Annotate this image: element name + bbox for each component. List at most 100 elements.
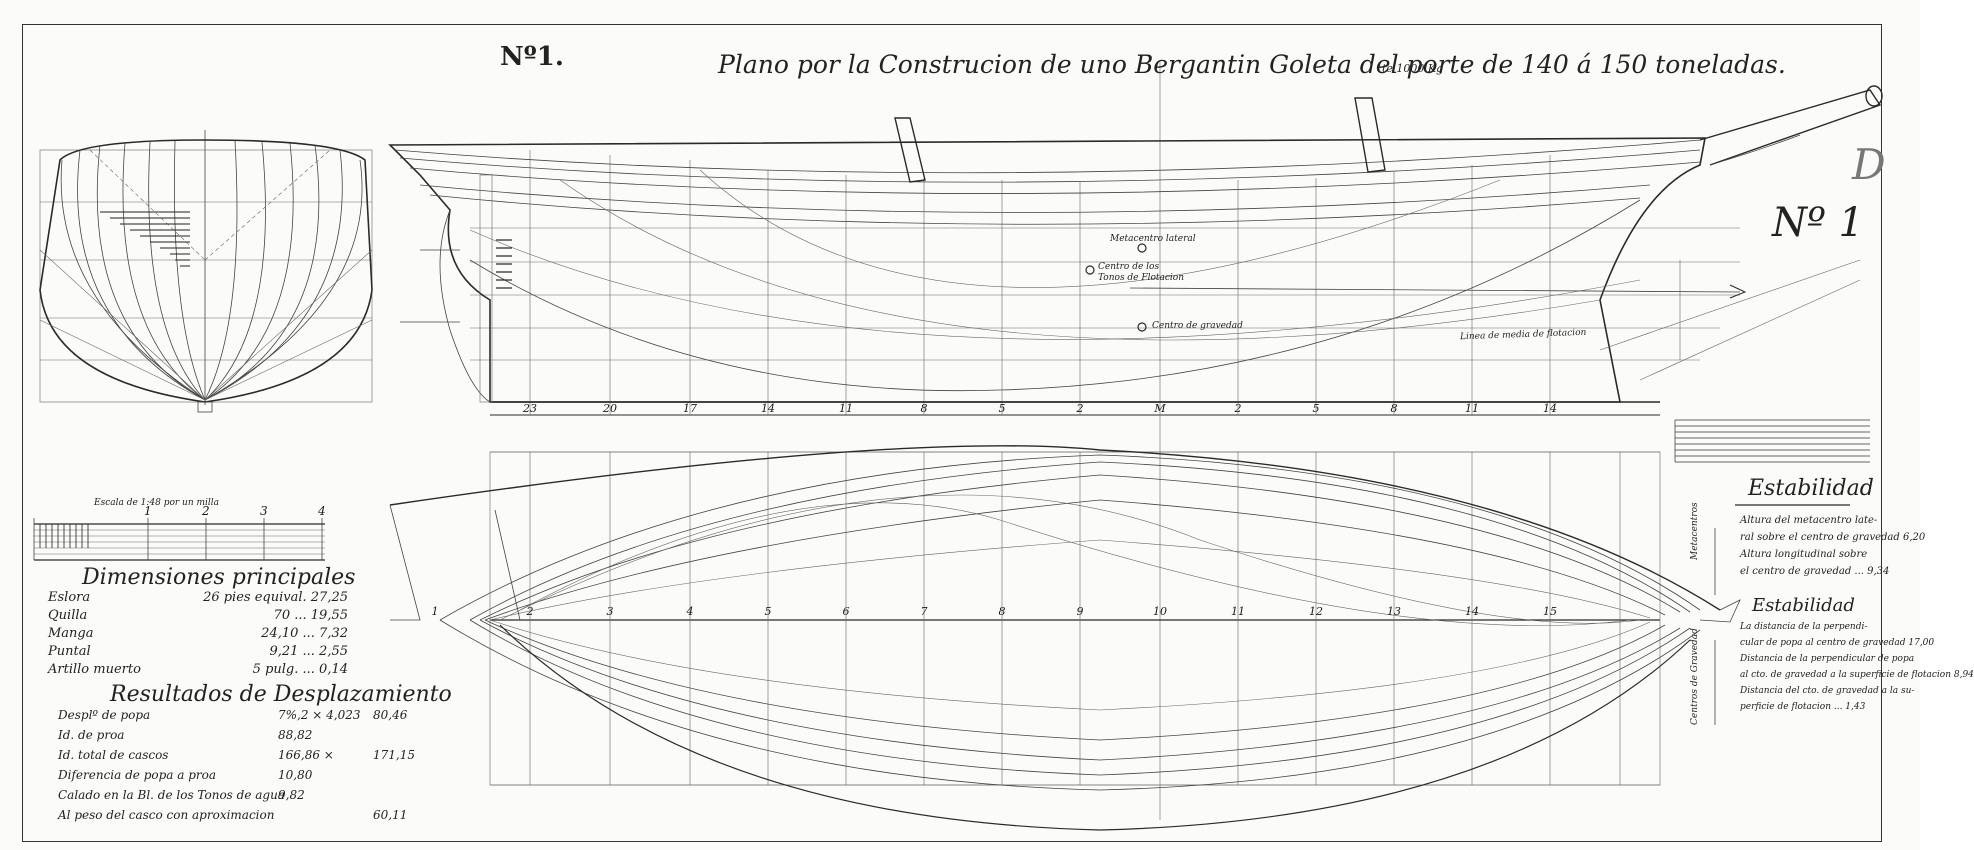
profile-station-label: 23	[523, 402, 537, 415]
plan-station-label: 14	[1465, 605, 1479, 618]
plan-station-label: 13	[1387, 605, 1401, 618]
dimension-row: Manga 24,10 ... 7,32	[48, 626, 348, 644]
corner-letter: D	[1852, 140, 1886, 189]
result-value: 88,82	[278, 728, 313, 742]
profile-station-label: 14	[761, 402, 775, 415]
profile-station-label: 8	[1390, 402, 1398, 415]
dimension-label: Puntal	[48, 644, 91, 659]
dimension-label: Eslora	[48, 590, 91, 605]
results-table: Desplº de popa 7%,2 × 4,023 80,46 Id. de…	[58, 708, 428, 828]
profile-station-label: 14	[1543, 402, 1557, 415]
profile-station-label: 20	[603, 402, 617, 415]
profile-station-label: 2	[1076, 402, 1084, 415]
plan-station-label: 15	[1543, 605, 1557, 618]
result-label: Al peso del casco con aproximacion	[58, 808, 275, 822]
dimension-label: Manga	[48, 626, 94, 641]
metacenters-side-label: Metacentros	[1690, 502, 1700, 560]
stability-line: perficie de flotacion ... 1,43	[1740, 702, 1866, 712]
result-row: Id. de proa 88,82	[58, 728, 428, 748]
scale-tick: 4	[318, 504, 326, 518]
dimension-row: Puntal 9,21 ... 2,55	[48, 644, 348, 662]
half-breadth-plan	[389, 445, 1741, 831]
profile-station-label: 11	[1465, 402, 1479, 415]
result-row: Calado en la Bl. de los Tonos de agua 9,…	[58, 788, 428, 808]
dimension-value: 5 pulg. ... 0,14	[252, 662, 348, 677]
result-value: 10,80	[278, 768, 313, 782]
result-extra: 171,15	[373, 748, 415, 762]
buoyancy-label: Centro de los Tonos de Flotacion	[1098, 262, 1185, 283]
profile-station-label: 2	[1234, 402, 1242, 415]
scale-tick: 1	[144, 504, 152, 518]
drawing-frame	[22, 24, 1882, 842]
stability-block-2: La distancia de la perpendi- cular de po…	[1740, 622, 1974, 718]
plan-station-label: 6	[842, 605, 850, 618]
stability-line: Distancia del cto. de gravedad a la su-	[1740, 686, 1915, 696]
result-extra: 60,11	[373, 808, 408, 822]
plan-station-label: 5	[764, 605, 772, 618]
plan-station-label: 12	[1309, 605, 1323, 618]
dimension-row: Artillo muerto 5 pulg. ... 0,14	[48, 662, 348, 680]
dimension-value: 9,21 ... 2,55	[269, 644, 348, 659]
plan-station-label: 11	[1231, 605, 1245, 618]
gravity-label: Centro de gravedad	[1152, 321, 1243, 331]
stability-line: ral sobre el centro de gravedad 6,20	[1740, 532, 1926, 543]
dimension-value: 26 pies equival. 27,25	[203, 590, 348, 605]
metacenter-label: Metacentro lateral	[1110, 234, 1196, 244]
body-plan	[39, 130, 373, 413]
stability-line: cular de popa al centro de gravedad 17,0…	[1740, 638, 1935, 648]
dimension-row: Quilla 70 ... 19,55	[48, 608, 348, 626]
results-heading: Resultados de Desplazamiento	[110, 682, 452, 707]
scale-tick: 3	[260, 504, 268, 518]
profile-station-label: M	[1154, 402, 1166, 415]
result-value	[278, 808, 373, 828]
scale-tick: 2	[202, 504, 210, 518]
profile-station-label: 5	[998, 402, 1006, 415]
stability-block-1: Altura del metacentro late- ral sobre el…	[1740, 515, 1926, 583]
stability-line: La distancia de la perpendi-	[1740, 622, 1868, 632]
stability-line: Distancia de la perpendicular de popa	[1740, 654, 1915, 664]
stability-line: Altura del metacentro late-	[1740, 515, 1878, 526]
plan-station-label: 7	[920, 605, 928, 618]
plan-station-label: 10	[1153, 605, 1167, 618]
profile-station-label: 17	[683, 402, 697, 415]
corner-number: Nº 1	[1772, 200, 1864, 246]
dimension-row: Eslora 26 pies equival. 27,25	[48, 590, 348, 608]
scale-bar	[33, 518, 325, 561]
stability-heading-2: Estabilidad	[1752, 595, 1855, 616]
dimensions-heading: Dimensiones principales	[82, 565, 356, 590]
result-label: Id. total de cascos	[58, 748, 169, 762]
result-row: Id. total de cascos 166,86 × 171,15	[58, 748, 428, 768]
dimension-value: 70 ... 19,55	[273, 608, 348, 623]
plan-station-label: 4	[686, 605, 694, 618]
result-value: 9,82	[278, 788, 305, 802]
dimension-label: Quilla	[48, 608, 88, 623]
result-label: Id. de proa	[58, 728, 125, 742]
stability-heading-1: Estabilidad	[1748, 476, 1874, 501]
dimension-value: 24,10 ... 7,32	[261, 626, 348, 641]
profile-station-label: 5	[1312, 402, 1320, 415]
result-value: 7%,2 × 4,023	[278, 708, 361, 722]
result-row: Desplº de popa 7%,2 × 4,023 80,46	[58, 708, 428, 728]
drawing-title-note: te 1000 Kg	[1382, 62, 1444, 75]
result-label: Diferencia de popa a proa	[58, 768, 217, 782]
result-extra: 80,46	[373, 708, 408, 722]
plan-station-label: 8	[998, 605, 1006, 618]
plan-station-label: 9	[1076, 605, 1084, 618]
profile-view	[388, 60, 1883, 820]
profile-station-label: 11	[839, 402, 853, 415]
result-label: Desplº de popa	[58, 708, 151, 722]
stability-brackets	[1714, 504, 1850, 725]
result-label: Calado en la Bl. de los Tonos de agua	[58, 788, 285, 802]
plan-station-label: 3	[606, 605, 614, 618]
plan-station-label: 1	[431, 605, 439, 618]
result-value: 166,86 ×	[278, 748, 334, 762]
dimensions-table: Eslora 26 pies equival. 27,25 Quilla 70 …	[48, 590, 348, 680]
ship-drawing	[33, 60, 1883, 831]
scale-title: Escala de 1:48 por un milla	[94, 498, 220, 508]
stability-line: el centro de gravedad ... 9,34	[1740, 566, 1890, 577]
profile-station-label: 8	[920, 402, 928, 415]
gravity-side-label: Centros de Gravedad	[1690, 628, 1700, 725]
stability-line: al cto. de gravedad a la superficie de f…	[1740, 670, 1974, 680]
dimension-label: Artillo muerto	[48, 662, 141, 677]
drawing-title: Plano por la Construcion de uno Berganti…	[718, 50, 1786, 79]
